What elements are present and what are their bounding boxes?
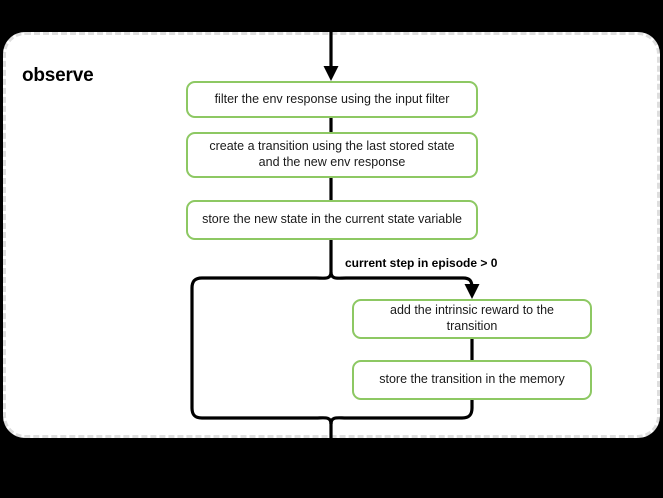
node-store-new-state[interactable]: store the new state in the current state… xyxy=(186,200,478,240)
group-title: observe xyxy=(22,65,94,86)
node-store-transition-memory[interactable]: store the transition in the memory xyxy=(352,360,592,400)
node-add-intrinsic-reward[interactable]: add the intrinsic reward to the transiti… xyxy=(352,299,592,339)
edge-label-condition: current step in episode > 0 xyxy=(345,256,498,270)
node-create-transition[interactable]: create a transition using the last store… xyxy=(186,132,478,178)
node-filter-env-response[interactable]: filter the env response using the input … xyxy=(186,81,478,118)
